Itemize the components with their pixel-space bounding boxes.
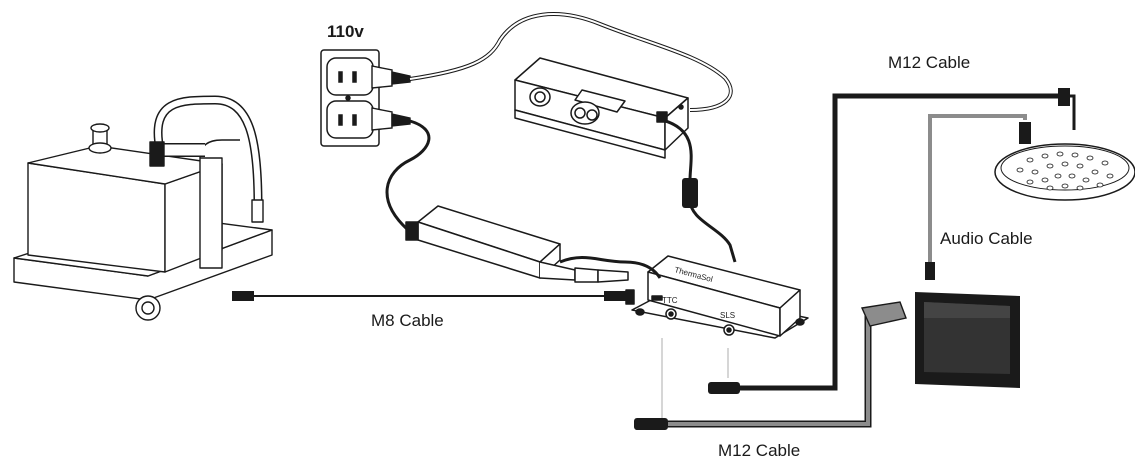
m12-cable-top-label: M12 Cable xyxy=(888,53,971,72)
m8-connector-left xyxy=(232,291,254,301)
audio-cable-label: Audio Cable xyxy=(940,229,1033,248)
m8-cable-label: M8 Cable xyxy=(371,311,444,330)
speaker xyxy=(994,143,1135,201)
touch-screen xyxy=(915,292,1020,388)
m12-cable-speaker xyxy=(740,93,1064,391)
dc-cable xyxy=(559,256,662,279)
power-supply xyxy=(405,205,629,283)
m12-connector-speaker-end xyxy=(708,382,740,394)
m8-connector-right xyxy=(604,291,626,301)
m12-cable-bottom-label: M12 Cable xyxy=(718,441,801,460)
port-ttc-label: TTC xyxy=(662,296,678,305)
power-cable-power-supply xyxy=(385,119,431,232)
audio-cable xyxy=(928,114,1027,270)
interface-module xyxy=(625,255,809,339)
ferrite-core xyxy=(682,178,698,208)
power-plugs xyxy=(371,65,411,131)
m12-connector-screen-end xyxy=(634,418,668,430)
steam-generator xyxy=(13,95,273,321)
wall-outlet xyxy=(320,49,380,147)
port-sls-label: SLS xyxy=(720,311,735,320)
voltage-label: 110v xyxy=(327,22,364,41)
control-box xyxy=(514,57,689,159)
